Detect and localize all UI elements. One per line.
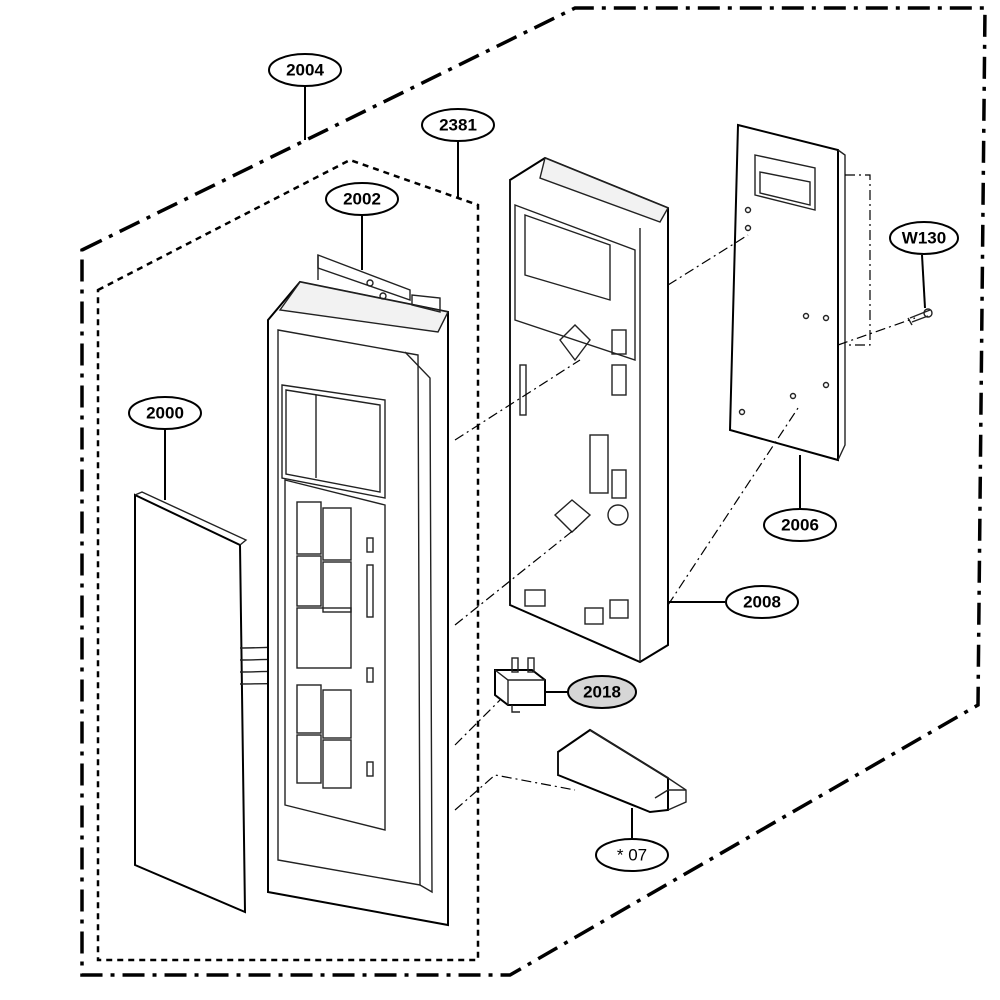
- callout-2008: 2008: [725, 585, 799, 619]
- svg-text:2000: 2000: [146, 404, 184, 423]
- control-panel-2002: [267, 253, 450, 927]
- svg-text:* 07: * 07: [617, 846, 647, 865]
- panel-frame-2008: [509, 156, 670, 664]
- callout-2002: 2002: [325, 182, 399, 216]
- callout-2381: 2381: [421, 108, 495, 142]
- callout-2004: 2004: [268, 53, 342, 87]
- callout-2006: 2006: [763, 508, 837, 542]
- svg-text:2018: 2018: [583, 683, 621, 702]
- svg-text:2381: 2381: [439, 116, 477, 135]
- svg-text:2006: 2006: [781, 516, 819, 535]
- screw-w130: [907, 308, 933, 326]
- assembly-boundary-2381: [96, 158, 480, 962]
- keypad-buttons: [296, 501, 352, 789]
- membrane-sheet-2000: [134, 491, 321, 914]
- bracket-07: [557, 728, 687, 814]
- pcb-2006: [728, 123, 846, 462]
- callout-2018: 2018: [567, 675, 637, 709]
- leader-lines: [164, 85, 926, 838]
- svg-text:W130: W130: [902, 229, 946, 248]
- alignment-lines: [454, 174, 916, 811]
- callout-w130: W130: [889, 221, 959, 255]
- svg-text:2008: 2008: [743, 593, 781, 612]
- sensor-2018: [494, 657, 546, 713]
- assembly-boundary-2004: [80, 6, 987, 977]
- callout-2000: 2000: [128, 396, 202, 430]
- svg-text:2004: 2004: [286, 61, 324, 80]
- callout-07: * 07: [595, 838, 669, 872]
- svg-text:2002: 2002: [343, 190, 381, 209]
